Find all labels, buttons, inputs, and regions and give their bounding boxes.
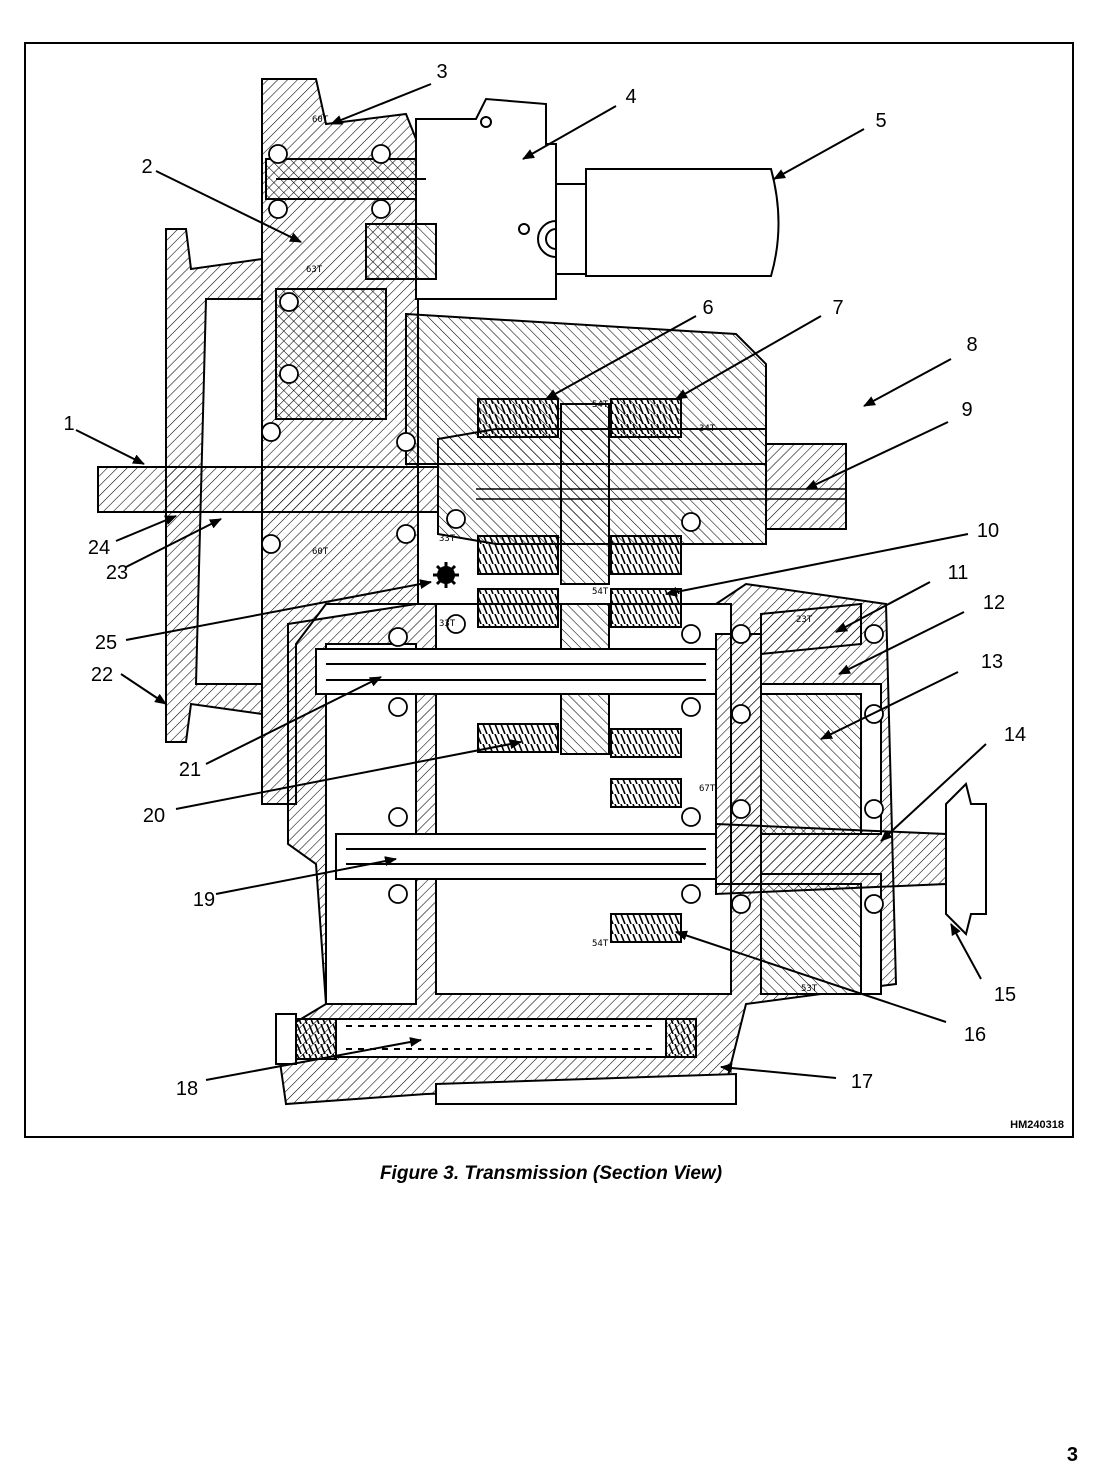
tooth-label: 23T (796, 615, 813, 625)
callout-4: 4 (625, 86, 636, 108)
tooth-label: 54T (592, 587, 609, 597)
figure-frame: 60T 63T 54T 34T 33T 60T 54T 33T 23T 67T … (24, 42, 1074, 1138)
callout-15: 15 (994, 984, 1016, 1006)
callout-11: 11 (948, 562, 969, 584)
input-flange (165, 228, 387, 743)
callout-14: 14 (1004, 724, 1026, 746)
callout-17: 17 (851, 1071, 873, 1093)
tooth-label: 60T (312, 115, 329, 125)
callout-3: 3 (436, 61, 447, 83)
callout-8: 8 (966, 334, 977, 356)
tooth-label: 67T (699, 784, 716, 794)
page-number: 3 (1066, 1444, 1078, 1466)
transmission-section-drawing: 60T 63T 54T 34T 33T 60T 54T 33T 23T 67T … (63, 61, 1026, 1106)
asterisk-marker (433, 562, 459, 588)
figure-ref-code: HM240318 (1010, 1119, 1064, 1131)
callout-21: 21 (179, 759, 201, 781)
callout-20: 20 (143, 805, 165, 827)
callout-24: 24 (88, 537, 110, 559)
callout-7: 7 (832, 297, 843, 319)
callout-18: 18 (176, 1078, 198, 1100)
callout-25: 25 (95, 632, 117, 654)
callout-13: 13 (981, 651, 1003, 673)
tooth-labels: 60T 63T 54T 34T 33T 60T 54T 33T 23T 67T … (306, 115, 818, 994)
callout-23: 23 (106, 562, 128, 584)
electric-motor (555, 168, 780, 277)
countershafts (315, 633, 762, 885)
tooth-label: 54T (592, 939, 609, 949)
callout-12: 12 (983, 592, 1005, 614)
callout-numbers: 1 2 3 4 5 6 7 8 9 10 11 12 13 14 15 16 1… (63, 61, 1026, 1100)
oil-filter-tube (275, 1013, 737, 1105)
callout-5: 5 (875, 110, 886, 132)
callout-9: 9 (961, 399, 972, 421)
figure-caption: Figure 3. Transmission (Section View) (379, 1163, 723, 1184)
tooth-label: 60T (312, 547, 329, 557)
callout-10: 10 (977, 520, 999, 542)
tooth-label: 54T (592, 400, 609, 410)
tooth-label: 63T (306, 265, 323, 275)
callout-2: 2 (141, 156, 152, 178)
bearings (261, 144, 884, 914)
tooth-label: 33T (439, 534, 456, 544)
callout-6: 6 (702, 297, 713, 319)
callout-22: 22 (91, 664, 113, 686)
leader-lines (75, 83, 987, 1081)
input-shaft (97, 428, 847, 545)
tooth-label: 33T (439, 619, 456, 629)
tooth-label: 34T (699, 424, 716, 434)
callout-16: 16 (964, 1024, 986, 1046)
callout-19: 19 (193, 889, 215, 911)
callout-1: 1 (63, 413, 74, 435)
tooth-label: 53T (801, 984, 818, 994)
